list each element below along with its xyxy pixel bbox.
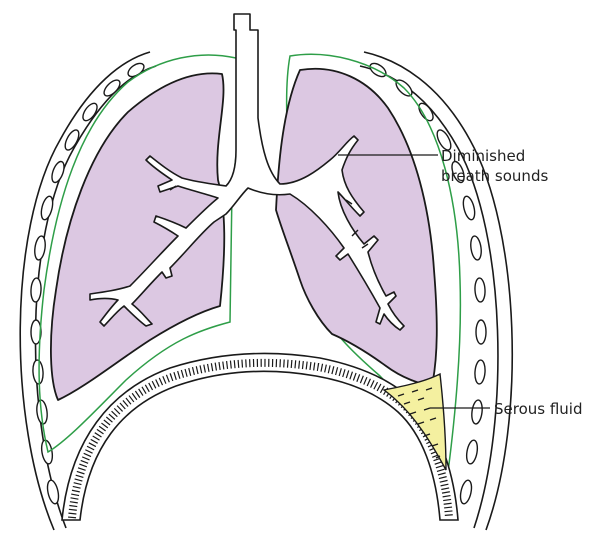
- rib-right-12: [465, 439, 479, 464]
- rib-right-6: [461, 195, 477, 221]
- diaphragm-band: [62, 353, 458, 520]
- rib-right-8: [474, 278, 485, 302]
- rib-left-5: [50, 160, 67, 184]
- rib-right-11: [471, 399, 484, 424]
- rib-left-6: [39, 195, 55, 221]
- lung-right: [276, 69, 437, 386]
- rib-left-7: [33, 235, 46, 260]
- rib-left-10: [32, 360, 44, 385]
- label-serous-fluid: Serous fluid: [494, 399, 583, 419]
- rib-right-9: [476, 320, 486, 344]
- label-breath-line-2: breath sounds: [441, 166, 548, 186]
- rib-left-12: [40, 439, 54, 464]
- rib-left-13: [46, 479, 61, 505]
- label-diminished-breath-sounds: Diminished breath sounds: [441, 146, 548, 186]
- label-breath-line-1: Diminished: [441, 146, 548, 166]
- diaphragm: [62, 353, 458, 520]
- rib-right-10: [474, 360, 486, 385]
- rib-right-7: [469, 235, 482, 260]
- rib-right-13: [459, 479, 474, 505]
- rib-left-8: [30, 278, 41, 302]
